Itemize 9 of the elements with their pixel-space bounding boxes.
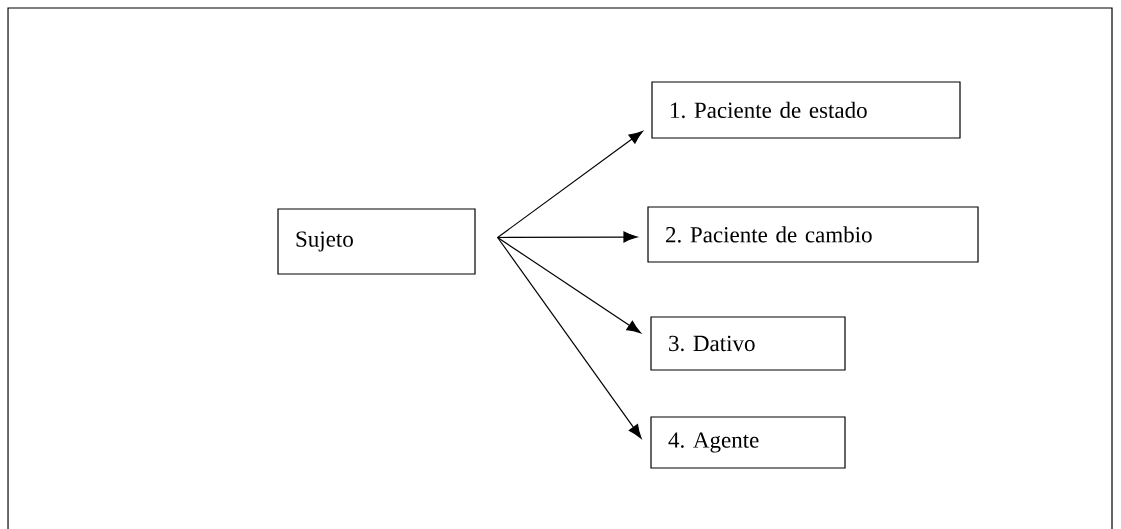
label-box: 4. Agente	[650, 416, 846, 469]
label-box: 3. Dativo	[650, 316, 846, 371]
label-box: Sujeto	[277, 208, 476, 275]
arrow	[497, 236, 642, 439]
arrow	[497, 231, 638, 243]
arrow	[497, 130, 643, 239]
arrow	[497, 236, 641, 334]
label-box: 1. Paciente de estado	[651, 81, 961, 139]
label-box: 2. Paciente de cambio	[647, 206, 979, 263]
